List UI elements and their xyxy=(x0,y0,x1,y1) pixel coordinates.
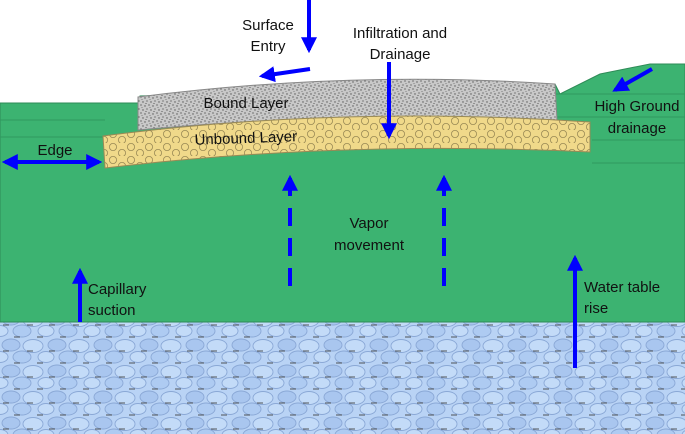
high-ground-arrow xyxy=(612,67,653,92)
embankment-lines-left xyxy=(0,119,105,138)
unbound-layer xyxy=(102,115,591,169)
water-table-zone xyxy=(0,322,685,434)
high-ground-label-line1: High Ground xyxy=(594,98,679,115)
capillary-label-line2: suction xyxy=(88,302,136,319)
surface-entry-arrow-left xyxy=(258,66,311,83)
capillary-label-line1: Capillary xyxy=(88,281,147,298)
vapor-label-line2: movement xyxy=(334,237,405,254)
surface-entry-label-line1: Surface xyxy=(242,17,294,34)
bound-layer-label: Bound Layer xyxy=(203,95,288,112)
surface-entry-label-line2: Entry xyxy=(250,38,286,55)
unbound-layer-label: Unbound Layer xyxy=(194,128,297,149)
infiltration-label-line1: Infiltration and xyxy=(353,25,447,42)
high-ground-label-line2: drainage xyxy=(608,120,666,137)
edge-label: Edge xyxy=(37,142,72,159)
infiltration-label-line2: Drainage xyxy=(370,46,431,63)
vapor-label-line1: Vapor xyxy=(350,215,389,232)
embankment-lines xyxy=(555,93,685,164)
water-table-label-line1: Water table xyxy=(584,279,660,296)
water-table-label-line2: rise xyxy=(584,300,608,317)
